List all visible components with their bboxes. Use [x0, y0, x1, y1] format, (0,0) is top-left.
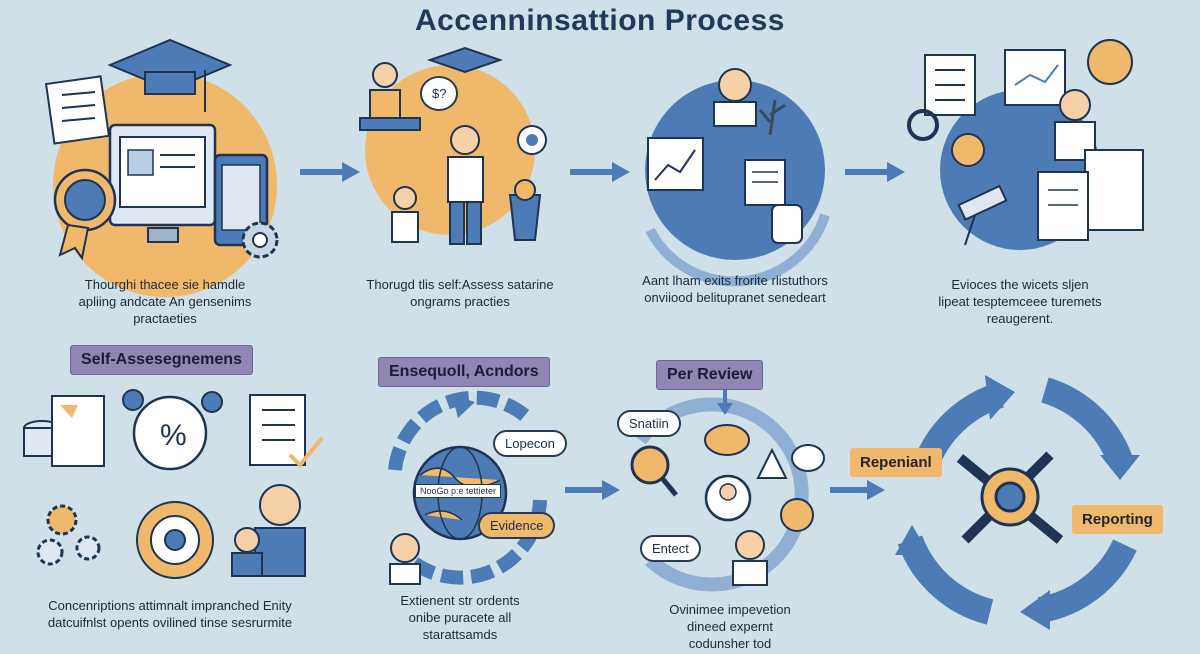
telescope-icon — [957, 184, 1008, 246]
caption-line: onviiood belitupranet senedeart — [644, 290, 826, 305]
cycle-arc — [634, 397, 809, 592]
arrow-right-icon — [565, 480, 620, 500]
step3-caption: Aant lham exits frorite rlistuthors onvi… — [615, 272, 855, 306]
caption-line: onibe puracete all — [408, 610, 512, 625]
chat-bubble-icon — [1087, 39, 1133, 85]
arrow-head-icon — [895, 525, 930, 555]
arrow-head-icon — [985, 375, 1015, 420]
reviewer-figure-icon — [1054, 89, 1096, 161]
chat-bubble-icon — [704, 424, 825, 472]
cycle-arc — [1037, 539, 1137, 623]
award-badge-icon — [53, 168, 117, 261]
target-icon — [517, 125, 547, 155]
report-card-icon — [1004, 49, 1066, 106]
cycle-arc — [645, 213, 830, 287]
arrow-right-icon — [830, 480, 885, 500]
arrow-down-icon — [717, 390, 733, 415]
step1-caption: Thourghi thacee sie hamdle apliing andca… — [40, 276, 290, 327]
user-circle-icon — [704, 474, 814, 532]
cycle-arc — [405, 499, 547, 585]
target-icon — [136, 501, 214, 579]
caption-line: apliing andcate An gensenims — [78, 294, 252, 309]
student-figure-icon — [391, 186, 419, 243]
balance-scale-icon: % — [122, 389, 223, 471]
caption-line: practaeties — [133, 311, 197, 326]
documents-stack-icon — [1037, 149, 1144, 241]
caption-line: Extienent str ordents — [400, 593, 520, 608]
step7-caption: Ovinimee impevetion dineed expernt codun… — [640, 601, 820, 652]
parent-child-icon — [231, 484, 306, 577]
teacher-figure-icon — [359, 62, 421, 131]
section-tag-self-assessment: Self-Assesegnemens — [70, 345, 253, 375]
reviewer-avatar-icon — [732, 530, 768, 586]
caption-line: dineed expernt — [686, 619, 773, 634]
gear-icon — [241, 221, 279, 259]
caption-line: ongrams practies — [410, 294, 510, 309]
caption-line: codunsher tod — [688, 636, 772, 651]
document-icon — [744, 159, 786, 206]
checklist-icon — [924, 54, 976, 116]
caption-line: Thourghi thacee sie hamdle — [84, 277, 246, 292]
step5-caption: Concenriptions attimnalt impranched Enit… — [10, 597, 330, 631]
caption-line: lipeat tesptemceee turemets — [938, 294, 1102, 309]
step6-caption: Extienent str ordents onibe puracete all… — [375, 592, 545, 643]
arrow-right-icon — [845, 162, 905, 182]
caption-line: Ovinimee impevetion — [669, 602, 791, 617]
speech-bubble: Evidence — [478, 512, 556, 539]
chart-panel-icon — [647, 137, 704, 191]
checklist-icon — [249, 394, 324, 468]
arrow-head-icon — [1100, 455, 1140, 480]
monitor-icon — [108, 123, 217, 243]
section-tag-reporting-plan: Repenianl — [850, 448, 942, 477]
tree-icon — [756, 447, 788, 479]
caption-line: reaugerent. — [986, 311, 1054, 326]
caption-line: Aant lham exits frorite rlistuthors — [642, 273, 828, 288]
arrow-right-icon — [570, 162, 630, 182]
step4-caption: Evioces the wicets sljen lipeat tesptemc… — [905, 276, 1135, 327]
magnifier-icon — [630, 445, 678, 497]
student-avatar-icon — [389, 533, 421, 585]
caption-line: starattsamds — [422, 627, 498, 642]
hand-pointer-icon — [771, 204, 803, 244]
page-title: Accenninsattion Process — [415, 4, 785, 37]
speech-bubble: $? — [420, 76, 459, 111]
flag-document-icon — [51, 395, 105, 467]
cycle-arc — [388, 390, 535, 471]
plant-icon — [758, 99, 786, 136]
graduation-cap-icon — [107, 38, 233, 112]
globe-label: NooGo p:e tettieter — [415, 484, 502, 498]
presenter-figure-icon — [447, 125, 484, 245]
checklist-icon — [44, 75, 111, 145]
caption-line: Evioces the wicets sljen — [951, 277, 1089, 292]
link-ring-icon — [907, 109, 939, 141]
svg-text:%: % — [160, 419, 187, 452]
step2-caption: Thorugd tlis self:Assess satarine ongram… — [340, 276, 580, 310]
speech-bubble: Entect — [640, 535, 701, 562]
tools-hub-icon — [956, 451, 1064, 544]
caption-line: Concenriptions attimnalt impranched Enit… — [48, 598, 292, 613]
lamp-icon — [508, 179, 542, 241]
caption-line: datcuifnlst opents ovilined tinse sesrur… — [47, 615, 293, 630]
cycle-arc — [1040, 377, 1133, 465]
section-tag-reporting: Reporting — [1072, 505, 1163, 534]
arrow-right-icon — [300, 162, 360, 182]
gears-icon — [36, 504, 101, 566]
arrow-down-icon — [452, 395, 475, 418]
speech-bubble: Snatiin — [617, 410, 681, 437]
arrow-head-icon — [1020, 590, 1050, 630]
person-avatar-icon — [713, 68, 757, 127]
user-circle-icon — [951, 133, 985, 167]
graduation-cap-icon — [426, 46, 504, 74]
section-tag-evidence: Ensequoll, Acndors — [378, 357, 550, 387]
caption-line: Thorugd tlis self:Assess satarine — [366, 277, 554, 292]
section-tag-peer-review: Per Review — [656, 360, 764, 390]
speech-bubble: Lopecon — [493, 430, 567, 457]
